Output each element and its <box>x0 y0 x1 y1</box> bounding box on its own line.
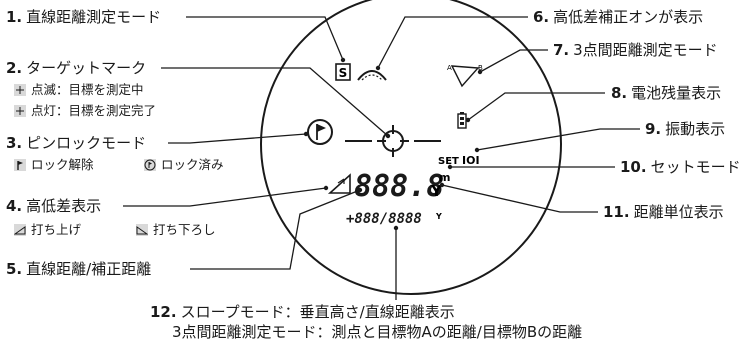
label-distance-unit: 11.距離単位表示 <box>603 203 724 221</box>
label-battery: 8.電池残量表示 <box>611 84 722 102</box>
uphill-icon <box>14 224 26 236</box>
battery-icon <box>457 112 467 129</box>
display-circle <box>260 0 562 295</box>
label-downhill: 打ち下ろし <box>136 222 216 238</box>
label-target-mark: 2.ターゲットマーク <box>6 59 147 77</box>
label-target-lit: 点灯：目標を測定完了 <box>14 103 156 119</box>
label-slope-mode: 12.スロープモード：垂直高さ/直線距離表示 <box>150 303 455 321</box>
set-indicator: SET <box>438 156 459 167</box>
downhill-icon <box>136 224 148 236</box>
elevation-icon <box>327 173 351 194</box>
three-point-icon: A B <box>447 64 483 88</box>
label-pin-lock: 3.ピンロックモード <box>6 134 147 152</box>
crosshair-icon <box>14 105 26 117</box>
linear-mode-icon: S <box>335 63 351 81</box>
label-elevation: 4.高低差表示 <box>6 197 102 215</box>
label-set-mode: 10.セットモード <box>620 158 741 176</box>
slope-icon <box>357 70 387 81</box>
svg-text:S: S <box>339 66 348 80</box>
pin-lock-icon <box>307 119 333 145</box>
label-target-blinking: 点滅：目標を測定中 <box>14 82 144 98</box>
leader-dots <box>303 57 483 231</box>
label-three-point: 7.3点間距離測定モード <box>553 41 718 59</box>
flag-icon <box>14 159 26 171</box>
leader-lines <box>123 16 640 300</box>
flag-circle-icon <box>144 159 156 171</box>
label-unlock: ロック解除 <box>14 157 94 173</box>
unit-m: m <box>439 171 450 184</box>
label-vibration: 9.振動表示 <box>645 120 726 138</box>
label-linear-mode: 1.直線距離測定モード <box>6 8 162 26</box>
target-mark <box>345 125 441 157</box>
label-slope-on: 6.高低差補正オンが表示 <box>533 8 704 26</box>
label-three-point-distances: 3点間距離測定モード：測点と目標物Aの距離/目標物Bの距離 <box>172 323 583 341</box>
svg-text:A: A <box>447 64 452 72</box>
label-locked: ロック済み <box>144 157 224 173</box>
crosshair-icon <box>14 84 26 96</box>
svg-text:B: B <box>478 64 483 72</box>
label-distance-corrected: 5.直線距離/補正距離 <box>6 260 152 278</box>
sub-unit: Y <box>435 212 442 221</box>
sub-distance-readout: +888/8888 <box>346 211 422 227</box>
main-distance-readout: 888.8 <box>354 169 444 204</box>
label-uphill: 打ち上げ <box>14 222 81 238</box>
vibration-icon: IOI <box>462 154 480 167</box>
unit-y: Y <box>430 182 443 200</box>
